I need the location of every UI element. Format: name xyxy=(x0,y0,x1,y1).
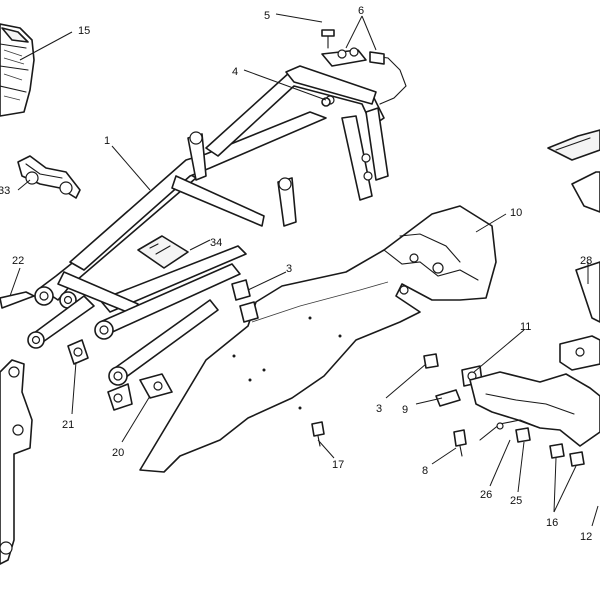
callout-3-top: 3 xyxy=(286,263,292,275)
callout-12: 12 xyxy=(580,531,592,543)
callout-5: 5 xyxy=(264,10,270,22)
callout-10: 10 xyxy=(510,207,522,219)
part-15-cowl xyxy=(0,23,35,117)
callout-25: 25 xyxy=(510,495,522,507)
callout-20: 20 xyxy=(112,447,124,459)
callout-33: 33 xyxy=(0,185,10,197)
part-decal-top-right xyxy=(547,129,600,213)
part-3-spacer-a xyxy=(231,279,259,323)
part-4-plate xyxy=(321,97,331,107)
part-17-screw xyxy=(311,421,325,447)
callout-1: 1 xyxy=(104,135,110,147)
callout-21: 21 xyxy=(62,419,74,431)
part-10-undertray xyxy=(139,205,497,473)
part-21-bushing xyxy=(67,339,89,365)
part-3-spacer-b xyxy=(423,353,439,369)
callout-4: 4 xyxy=(232,66,238,78)
part-12-plate-holder xyxy=(469,261,600,447)
callout-11: 11 xyxy=(520,321,531,333)
part-22-strut xyxy=(0,291,35,309)
part-6-clamp xyxy=(321,47,407,105)
part-16-nut xyxy=(549,443,585,467)
leader-lines xyxy=(9,13,599,527)
callout-28: 28 xyxy=(580,255,592,267)
callout-26: 26 xyxy=(480,489,492,501)
part-9-washer xyxy=(435,389,461,407)
part-26-wire xyxy=(479,419,541,441)
callout-6: 6 xyxy=(358,5,364,17)
part-5-bolt xyxy=(321,29,335,49)
part-20-damper xyxy=(139,373,173,399)
callout-15: 15 xyxy=(78,25,90,37)
callout-labels: 15 33 22 1 5 6 4 34 3 3 10 11 9 8 17 21 … xyxy=(0,5,592,543)
part-25-connector xyxy=(515,427,531,443)
part-33-bracket xyxy=(17,155,81,199)
callout-3-right: 3 xyxy=(376,403,382,415)
callout-17: 17 xyxy=(332,459,344,471)
part-8-bolt xyxy=(453,429,467,457)
callout-22: 22 xyxy=(12,255,24,267)
callout-8: 8 xyxy=(422,465,428,477)
part-linkage-left xyxy=(0,359,33,565)
callout-34: 34 xyxy=(210,237,222,249)
part-1-subframe xyxy=(27,65,389,411)
callout-16: 16 xyxy=(546,517,558,529)
callout-9: 9 xyxy=(402,404,408,416)
